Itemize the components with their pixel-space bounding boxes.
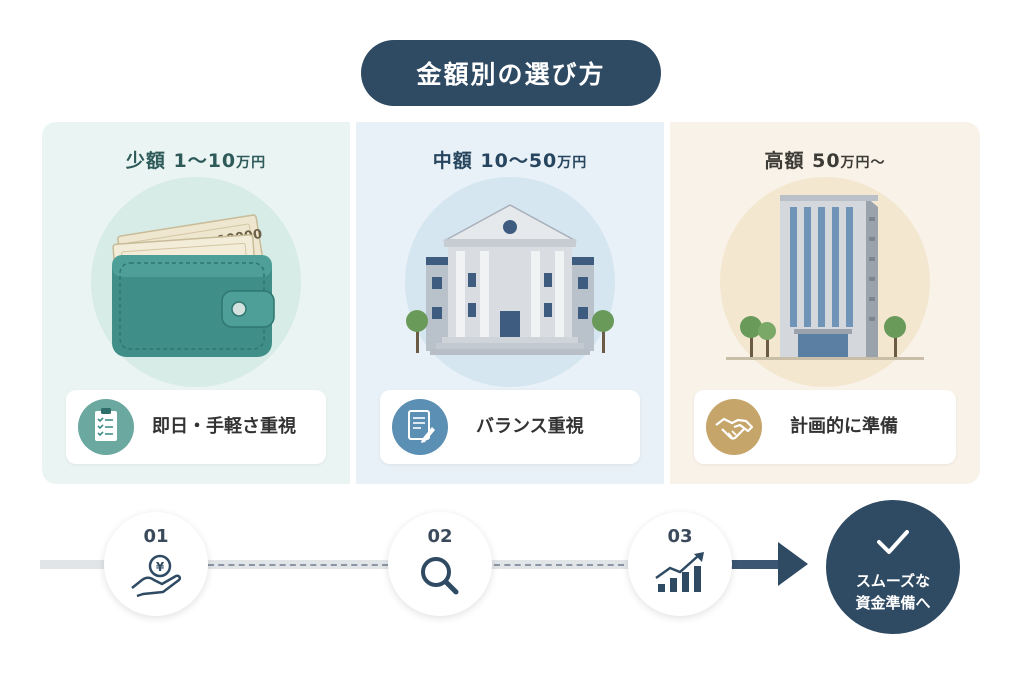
range-unit: 万円 xyxy=(557,155,588,171)
panel-title-small: 少額 1〜10万円 xyxy=(42,146,350,173)
amount-label: 高額 xyxy=(764,150,805,172)
feature-label-large: 計画的に準備 xyxy=(790,416,898,437)
step-number: 01 xyxy=(143,526,169,547)
page-title: 金額別の選び方 xyxy=(361,40,661,106)
final-goal-text: スムーズな 資金準備へ xyxy=(826,570,960,614)
final-line-1: スムーズな xyxy=(855,572,931,590)
timeline-dash xyxy=(208,564,388,566)
panel-title-large: 高額 50万円〜 xyxy=(670,146,980,173)
step-number: 02 xyxy=(427,526,453,547)
feature-label-medium: バランス重視 xyxy=(476,416,584,437)
feature-card-large: 計画的に準備 xyxy=(694,390,956,464)
wallet-icon: 10000 xyxy=(112,214,275,357)
panel-title-medium: 中額 10〜50万円 xyxy=(356,146,664,173)
amount-label: 少額 xyxy=(125,150,166,172)
arrow-right-icon xyxy=(778,542,808,586)
amount-label: 中額 xyxy=(432,150,473,172)
growth-chart-icon xyxy=(655,552,704,592)
range-unit: 万円〜 xyxy=(840,155,886,171)
step-3: 03 xyxy=(628,512,732,616)
feature-label-small: 即日・手軽さ重視 xyxy=(152,416,296,437)
svg-text:¥: ¥ xyxy=(156,560,165,574)
timeline-track xyxy=(40,560,110,569)
document-pen-icon xyxy=(392,399,448,455)
checkmark-icon xyxy=(877,530,909,554)
panel-small-amount: 少額 1〜10万円 10000 xyxy=(42,122,350,484)
bank-building-icon xyxy=(406,204,614,355)
panel-medium-amount: 中額 10〜50万円 xyxy=(356,122,664,484)
range-value: 10〜50 xyxy=(480,150,558,172)
timeline-track-arrow xyxy=(720,560,790,569)
final-goal-badge: スムーズな 資金準備へ xyxy=(826,500,960,634)
range-unit: 万円 xyxy=(236,155,267,171)
magnifier-icon xyxy=(421,557,459,595)
step-1: 01 ¥ xyxy=(104,512,208,616)
feature-card-medium: バランス重視 xyxy=(380,390,640,464)
yen-coin-hand-icon: ¥ xyxy=(131,554,182,598)
step-2: 02 xyxy=(388,512,492,616)
final-line-2: 資金準備へ xyxy=(855,594,931,612)
office-tower-icon xyxy=(726,195,924,360)
handshake-icon xyxy=(706,399,762,455)
clipboard-checklist-icon xyxy=(78,399,134,455)
range-value: 50 xyxy=(812,150,841,172)
range-value: 1〜10 xyxy=(173,150,237,172)
panel-large-amount: 高額 50万円〜 xyxy=(670,122,980,484)
timeline-dash xyxy=(494,564,624,566)
feature-card-small: 即日・手軽さ重視 xyxy=(66,390,326,464)
step-number: 03 xyxy=(667,526,693,547)
